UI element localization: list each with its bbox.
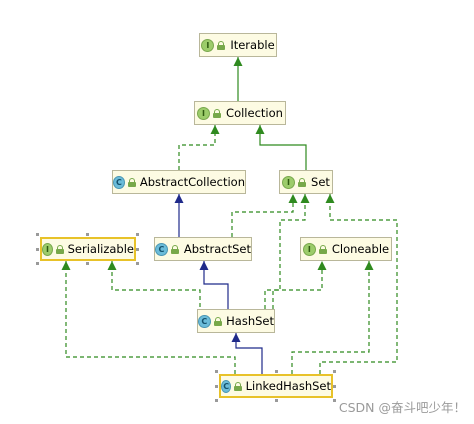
node-abstractset[interactable]: C AbstractSet <box>154 237 252 261</box>
arrowhead-icon <box>231 333 241 342</box>
selection-handle[interactable] <box>333 370 336 373</box>
selection-handle[interactable] <box>215 399 218 402</box>
arrowhead-icon <box>317 261 327 270</box>
node-cloneable[interactable]: I Cloneable <box>300 237 392 261</box>
edge-linkedhashset-to-serializable <box>65 261 236 374</box>
edge-hashset-to-cloneable <box>272 261 323 309</box>
arrowhead-icon <box>233 57 243 66</box>
watermark: CSDN @奋斗吧少年！ <box>338 400 466 415</box>
selection-handle[interactable] <box>36 233 39 236</box>
arrowhead-icon <box>210 125 220 134</box>
arrowhead-icon <box>288 194 298 203</box>
node-set[interactable]: I Set <box>279 170 333 194</box>
selection-handle[interactable] <box>215 370 218 373</box>
selection-handle[interactable] <box>333 385 336 388</box>
edge-abstractset-to-set <box>231 194 294 237</box>
lock-icon <box>170 244 179 254</box>
selection-handle[interactable] <box>36 262 39 265</box>
node-label: LinkedHashSet <box>245 379 331 393</box>
arrowhead-icon <box>174 194 184 203</box>
selection-handle[interactable] <box>333 399 336 402</box>
edge-hashset-to-serializable <box>111 261 201 321</box>
lock-icon <box>213 316 222 326</box>
node-serializable[interactable]: I Serializable <box>40 237 136 261</box>
selection-handle[interactable] <box>136 248 139 251</box>
lock-icon <box>56 244 64 254</box>
interface-badge-icon: I <box>302 242 316 256</box>
selection-handle[interactable] <box>136 233 139 236</box>
node-label: HashSet <box>226 314 274 328</box>
lock-icon <box>217 40 226 50</box>
selection-handle[interactable] <box>215 385 218 388</box>
node-hashset[interactable]: C HashSet <box>197 309 275 333</box>
node-label: Cloneable <box>331 242 390 256</box>
lock-icon <box>298 177 307 187</box>
interface-badge-icon: I <box>282 175 296 189</box>
arrowhead-icon <box>364 261 374 270</box>
node-iterable[interactable]: I Iterable <box>199 33 277 57</box>
lock-icon <box>234 381 243 391</box>
node-label: Set <box>311 175 330 189</box>
selection-handle[interactable] <box>86 233 89 236</box>
node-label: AbstractSet <box>183 242 251 256</box>
selection-handle[interactable] <box>136 262 139 265</box>
edge-linkedhashset-to-cloneable <box>291 261 370 374</box>
edge-linkedhashset-to-set <box>319 194 398 374</box>
arrowhead-icon <box>107 261 117 270</box>
class-badge-icon: C <box>198 314 211 328</box>
interface-badge-icon: I <box>42 242 54 256</box>
lock-icon <box>127 177 136 187</box>
edge-hashset-to-set <box>264 194 306 309</box>
interface-badge-icon: I <box>197 106 211 120</box>
class-badge-icon: C <box>221 379 232 393</box>
edge-linkedhashset-to-hashset <box>235 333 263 374</box>
node-collection[interactable]: I Collection <box>194 101 286 125</box>
arrowhead-icon <box>199 261 209 270</box>
selection-handle[interactable] <box>275 399 278 402</box>
arrowhead-icon <box>325 194 335 203</box>
node-label: Iterable <box>230 38 275 52</box>
node-label: Serializable <box>67 242 134 256</box>
edge-abstractcollection-to-collection <box>178 125 216 170</box>
edge-set-to-collection <box>259 125 307 170</box>
class-badge-icon: C <box>155 242 168 256</box>
class-badge-icon: C <box>113 175 125 189</box>
selection-handle[interactable] <box>36 248 39 251</box>
node-abstractcollection[interactable]: C AbstractCollection <box>112 170 246 194</box>
lock-icon <box>213 108 222 118</box>
node-label: AbstractCollection <box>139 175 245 189</box>
edge-hashset-to-abstractset <box>203 261 229 309</box>
lock-icon <box>318 244 327 254</box>
arrowhead-icon <box>61 261 71 270</box>
interface-badge-icon: I <box>201 38 215 52</box>
arrowhead-icon <box>300 194 310 203</box>
arrowhead-icon <box>255 125 265 134</box>
node-label: Collection <box>226 106 283 120</box>
selection-handle[interactable] <box>275 370 278 373</box>
selection-handle[interactable] <box>86 262 89 265</box>
node-linkedhashset[interactable]: C LinkedHashSet <box>219 374 333 398</box>
